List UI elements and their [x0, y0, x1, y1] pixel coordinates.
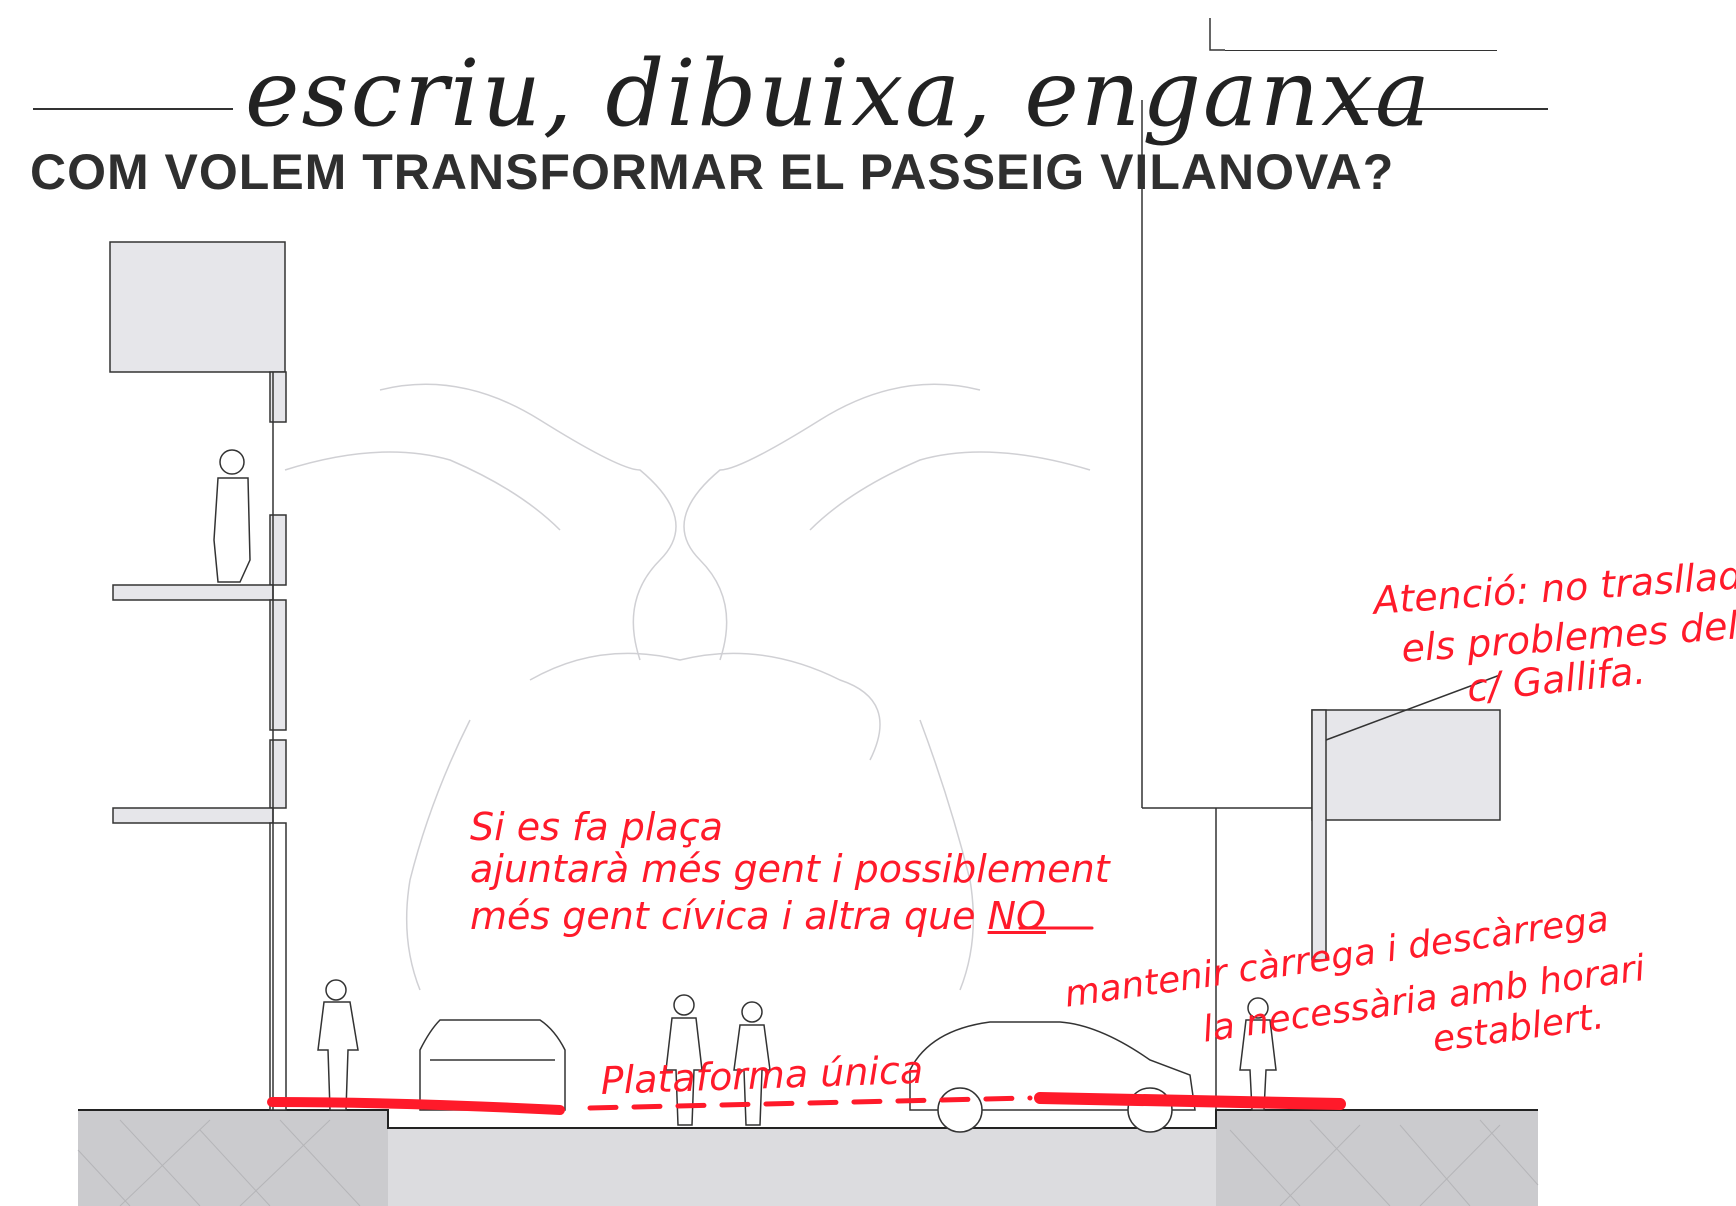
right-sidewalk: [1216, 1110, 1538, 1206]
note-placa-line3-text: més gent cívica i altra que: [470, 894, 988, 938]
tree-outline: [284, 383, 1091, 991]
corner-bracket: [1209, 18, 1225, 51]
main-title: COM VOLEM TRANSFORMAR EL PASSEIG VILANOV…: [30, 144, 1395, 200]
note-placa-no: NO: [987, 894, 1046, 938]
marker-left-sidewalk: [267, 1097, 565, 1115]
marker-dashed-platform: [587, 1095, 1033, 1111]
right-balcony-block: [1311, 709, 1501, 961]
person-balcony-figure: [213, 449, 251, 583]
car-right-figure: [909, 1021, 1196, 1133]
balcony-roof: [1325, 674, 1501, 741]
pedestrian-center-figures: [665, 994, 771, 1126]
title-rule-left: [33, 108, 233, 110]
marker-right-sidewalk: [1034, 1092, 1346, 1110]
red-marker-strokes: [267, 926, 1346, 1115]
script-title: escriu, dibuixa, enganxa: [245, 40, 1432, 147]
note-placa-line2: ajuntarà més gent i possiblement: [470, 847, 1110, 891]
left-sidewalk: [78, 1110, 388, 1206]
corner-rule-top: [1225, 50, 1497, 51]
left-building: [109, 241, 287, 1111]
note-placa-line1: Si es fa plaça: [470, 805, 723, 849]
roadway: [388, 1128, 1216, 1206]
pedestrian-right-figure: [1239, 997, 1277, 1111]
pedestrian-left-figure: [317, 979, 359, 1111]
right-building: [1141, 100, 1318, 1110]
note-placa-line3: més gent cívica i altra que NO: [470, 894, 1046, 939]
car-left-figure: [419, 1019, 566, 1111]
paving-pattern: [77, 1119, 1539, 1206]
title-rule-right: [1338, 108, 1548, 110]
